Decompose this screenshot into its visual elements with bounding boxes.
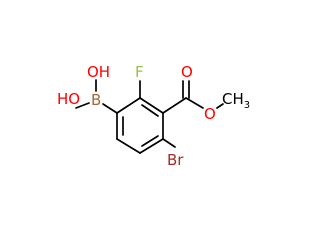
ring-bond-c5-c6 <box>116 138 141 154</box>
ring-bond-c1-c2 <box>116 97 141 114</box>
atom-boron: B <box>91 91 101 109</box>
ring-bond-c2-c3 <box>139 97 164 114</box>
bond-boron-oh-left <box>75 102 90 109</box>
atom-ester-oxygen: O <box>204 105 216 123</box>
bond-carbonyl-c-ester-o <box>185 97 204 109</box>
atom-bromine: Br <box>167 151 184 169</box>
methyl-subscript: 3 <box>244 100 250 111</box>
molecule-canvas: OH HO B F O O CH3 Br <box>57 63 250 169</box>
ring-double-c2-c3 <box>141 104 159 117</box>
atom-methyl: CH3 <box>222 90 250 111</box>
atom-oh-top: OH <box>87 63 110 81</box>
bond-c4-bromine <box>162 138 176 148</box>
bond-c1-boron <box>102 103 118 114</box>
structure-diagram: OH HO B F O O CH3 Br <box>57 63 250 169</box>
ring-double-c4-c5 <box>141 135 159 147</box>
benzene-ring <box>116 97 164 154</box>
atom-fluorine: F <box>135 63 144 81</box>
bond-c3-carbonyl-c <box>162 97 187 114</box>
bond-ester-o-methyl <box>216 103 224 109</box>
ring-bond-c4-c5 <box>139 138 164 154</box>
methyl-label: CH <box>222 90 244 108</box>
atom-oh-left: HO <box>57 90 80 108</box>
atom-carbonyl-oxygen: O <box>181 63 193 81</box>
